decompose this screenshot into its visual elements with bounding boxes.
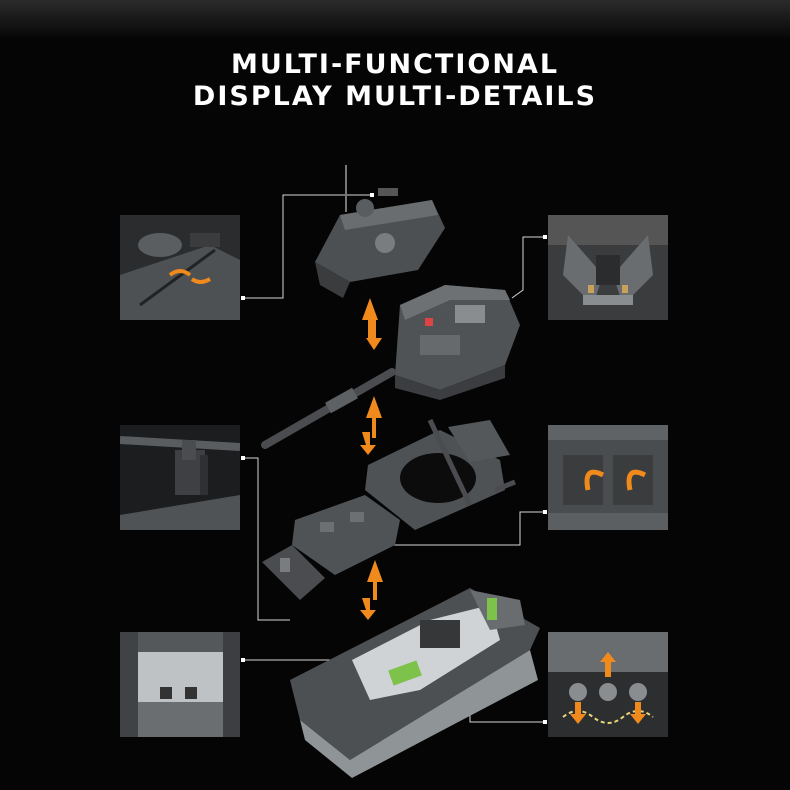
- front-hull-plate: [262, 495, 400, 600]
- title-line-1: MULTI-FUNCTIONAL: [230, 49, 560, 80]
- thumb-turret-hatch: [120, 215, 240, 320]
- thumb-turret-interior: [548, 215, 668, 320]
- top-glow: [0, 0, 790, 40]
- thumb-cannon-mount: [120, 425, 240, 530]
- title-line-2: DISPLAY MULTI-DETAILS: [192, 81, 598, 112]
- thumb-crew-compartment: [120, 632, 240, 737]
- cannon: [261, 368, 396, 449]
- thumb-suspension: [548, 632, 668, 737]
- assembly-arrows: [360, 298, 383, 620]
- commander-cupola: [315, 165, 445, 298]
- hull-top-plate: [365, 418, 516, 530]
- thumb-hull-hatch: [548, 425, 668, 530]
- turret: [395, 285, 520, 400]
- lower-hull: [290, 588, 540, 778]
